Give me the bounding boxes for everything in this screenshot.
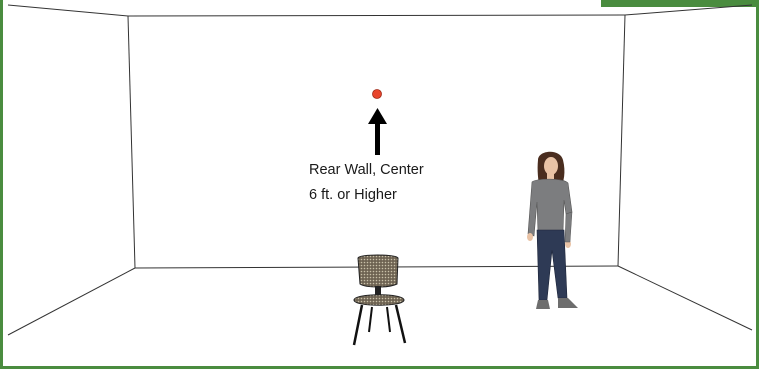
annotation-line-1: Rear Wall, Center [309,162,424,179]
person [527,152,578,309]
annotation-line-2: 6 ft. or Higher [309,187,397,204]
chair [354,255,405,345]
target-dot [373,90,382,99]
up-arrow [368,108,387,155]
